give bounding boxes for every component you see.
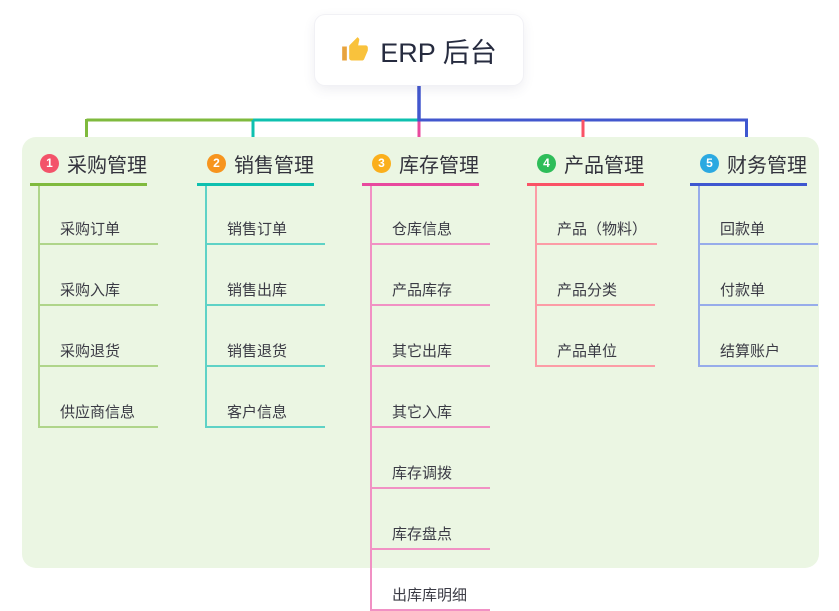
child-node[interactable]: 采购入库 [40,245,158,306]
root-node[interactable]: ERP 后台 [315,15,523,85]
branch-number-badge: 4 [537,154,556,173]
child-node[interactable]: 库存盘点 [372,489,490,550]
branch-finance-header[interactable]: 5 财务管理 [690,148,807,186]
child-node[interactable]: 库存调拨 [372,428,490,489]
child-node[interactable]: 付款单 [700,245,818,306]
child-node[interactable]: 产品单位 [537,306,655,367]
child-node[interactable]: 产品库存 [372,245,490,306]
branch-purchase: 1 采购管理 采购订单 采购入库 采购退货 供应商信息 [30,148,158,428]
thumbs-up-icon [342,37,369,61]
branch-inventory: 3 库存管理 仓库信息 产品库存 其它出库 其它入库 库存调拨 库存盘点 出库库… [362,148,490,611]
branch-finance-children: 回款单 付款单 结算账户 [698,186,818,367]
child-node[interactable]: 销售出库 [207,245,325,306]
branch-finance: 5 财务管理 回款单 付款单 结算账户 [690,148,818,367]
branch-product: 4 产品管理 产品（物料） 产品分类 产品单位 [527,148,658,367]
child-node[interactable]: 销售订单 [207,186,325,245]
mindmap-canvas: ERP 后台 1 采购管理 采购订单 采购入库 采购退货 供应商信息 2 销售管… [22,15,819,611]
child-node[interactable]: 产品（物料） [537,186,658,245]
child-node[interactable]: 产品分类 [537,245,655,306]
branch-inventory-header[interactable]: 3 库存管理 [362,148,479,186]
branch-number-badge: 3 [372,154,391,173]
branch-label: 销售管理 [234,155,314,177]
child-node[interactable]: 回款单 [700,186,818,245]
branch-label: 库存管理 [399,155,479,177]
branches-panel: 1 采购管理 采购订单 采购入库 采购退货 供应商信息 2 销售管理 销售订单 … [22,137,819,611]
branch-number-badge: 1 [40,154,59,173]
child-node[interactable]: 其它入库 [372,367,490,428]
child-node[interactable]: 采购退货 [40,306,158,367]
branch-sales-children: 销售订单 销售出库 销售退货 客户信息 [205,186,325,428]
branch-inventory-children: 仓库信息 产品库存 其它出库 其它入库 库存调拨 库存盘点 出库库明细 [370,186,490,611]
child-node[interactable]: 客户信息 [207,367,325,428]
child-node[interactable]: 出库库明细 [372,550,490,611]
branch-purchase-children: 采购订单 采购入库 采购退货 供应商信息 [38,186,158,428]
branch-label: 采购管理 [67,155,147,177]
branch-product-header[interactable]: 4 产品管理 [527,148,644,186]
root-label: ERP 后台 [380,37,497,68]
branch-number-badge: 5 [700,154,719,173]
branch-label: 财务管理 [727,155,807,177]
child-node[interactable]: 仓库信息 [372,186,490,245]
child-node[interactable]: 采购订单 [40,186,158,245]
branch-purchase-header[interactable]: 1 采购管理 [30,148,147,186]
child-node[interactable]: 销售退货 [207,306,325,367]
branch-number-badge: 2 [207,154,226,173]
branch-sales-header[interactable]: 2 销售管理 [197,148,314,186]
child-node[interactable]: 其它出库 [372,306,490,367]
branch-label: 产品管理 [564,155,644,177]
branch-sales: 2 销售管理 销售订单 销售出库 销售退货 客户信息 [197,148,325,428]
child-node[interactable]: 结算账户 [700,306,818,367]
child-node[interactable]: 供应商信息 [40,367,158,428]
branch-product-children: 产品（物料） 产品分类 产品单位 [535,186,658,367]
